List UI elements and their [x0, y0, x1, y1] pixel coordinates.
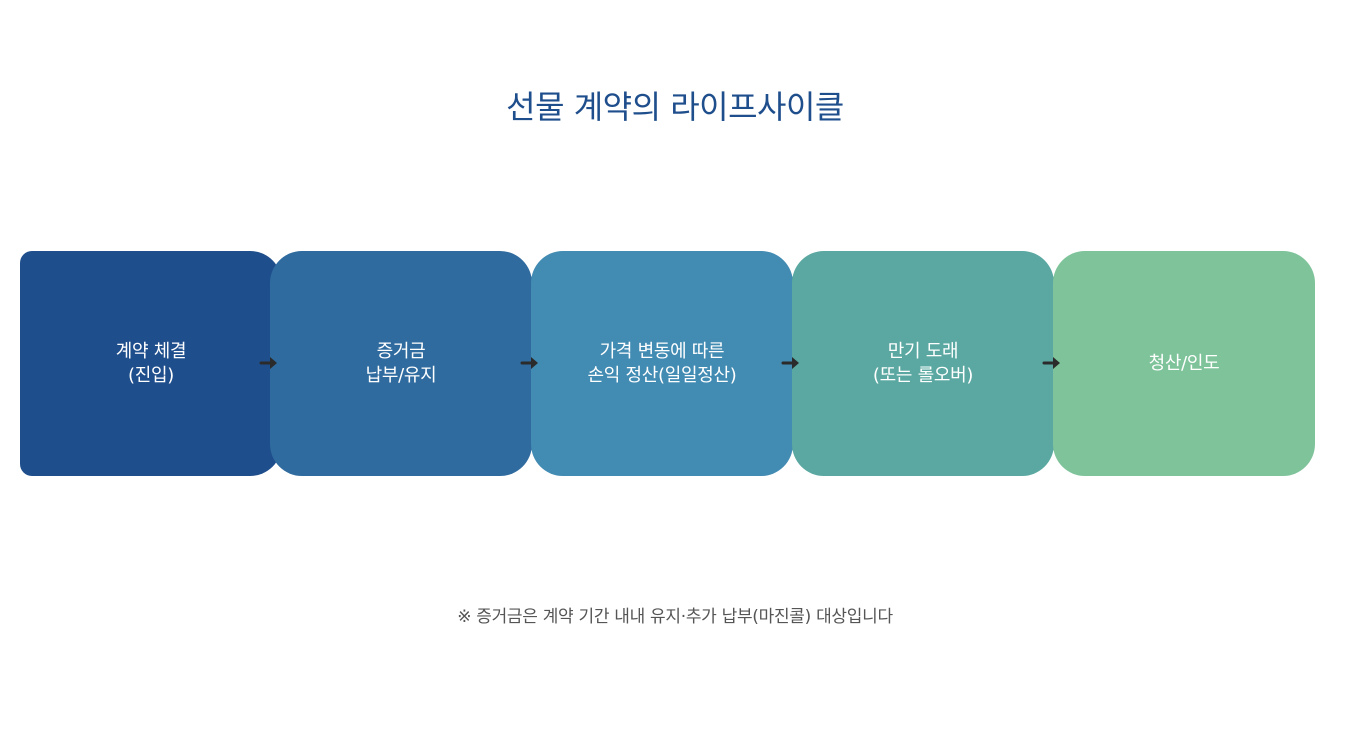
step-close-label: 청산/인도 [1148, 352, 1220, 374]
step-close: 청산/인도 [1053, 251, 1315, 476]
arrow-right-icon [259, 357, 277, 369]
step-settlement-label: 가격 변동에 따른 손익 정산(일일정산) [587, 340, 737, 386]
step-contract-label: 계약 체결 (진입) [115, 340, 187, 386]
arrow-right-icon [781, 357, 799, 369]
arrow-right-icon [520, 357, 538, 369]
step-expiry: 만기 도래 (또는 롤오버) [792, 251, 1054, 476]
arrow-right-icon [1042, 357, 1060, 369]
step-contract: 계약 체결 (진입) [20, 251, 282, 476]
step-expiry-label: 만기 도래 (또는 롤오버) [872, 340, 974, 386]
footnote: ※ 증거금은 계약 기간 내내 유지·추가 납부(마진콜) 대상입니다 [457, 607, 893, 627]
step-margin-label: 증거금 납부/유지 [365, 340, 437, 386]
step-settlement: 가격 변동에 따른 손익 정산(일일정산) [531, 251, 793, 476]
diagram-title: 선물 계약의 라이프사이클 [506, 88, 844, 126]
step-margin: 증거금 납부/유지 [270, 251, 532, 476]
